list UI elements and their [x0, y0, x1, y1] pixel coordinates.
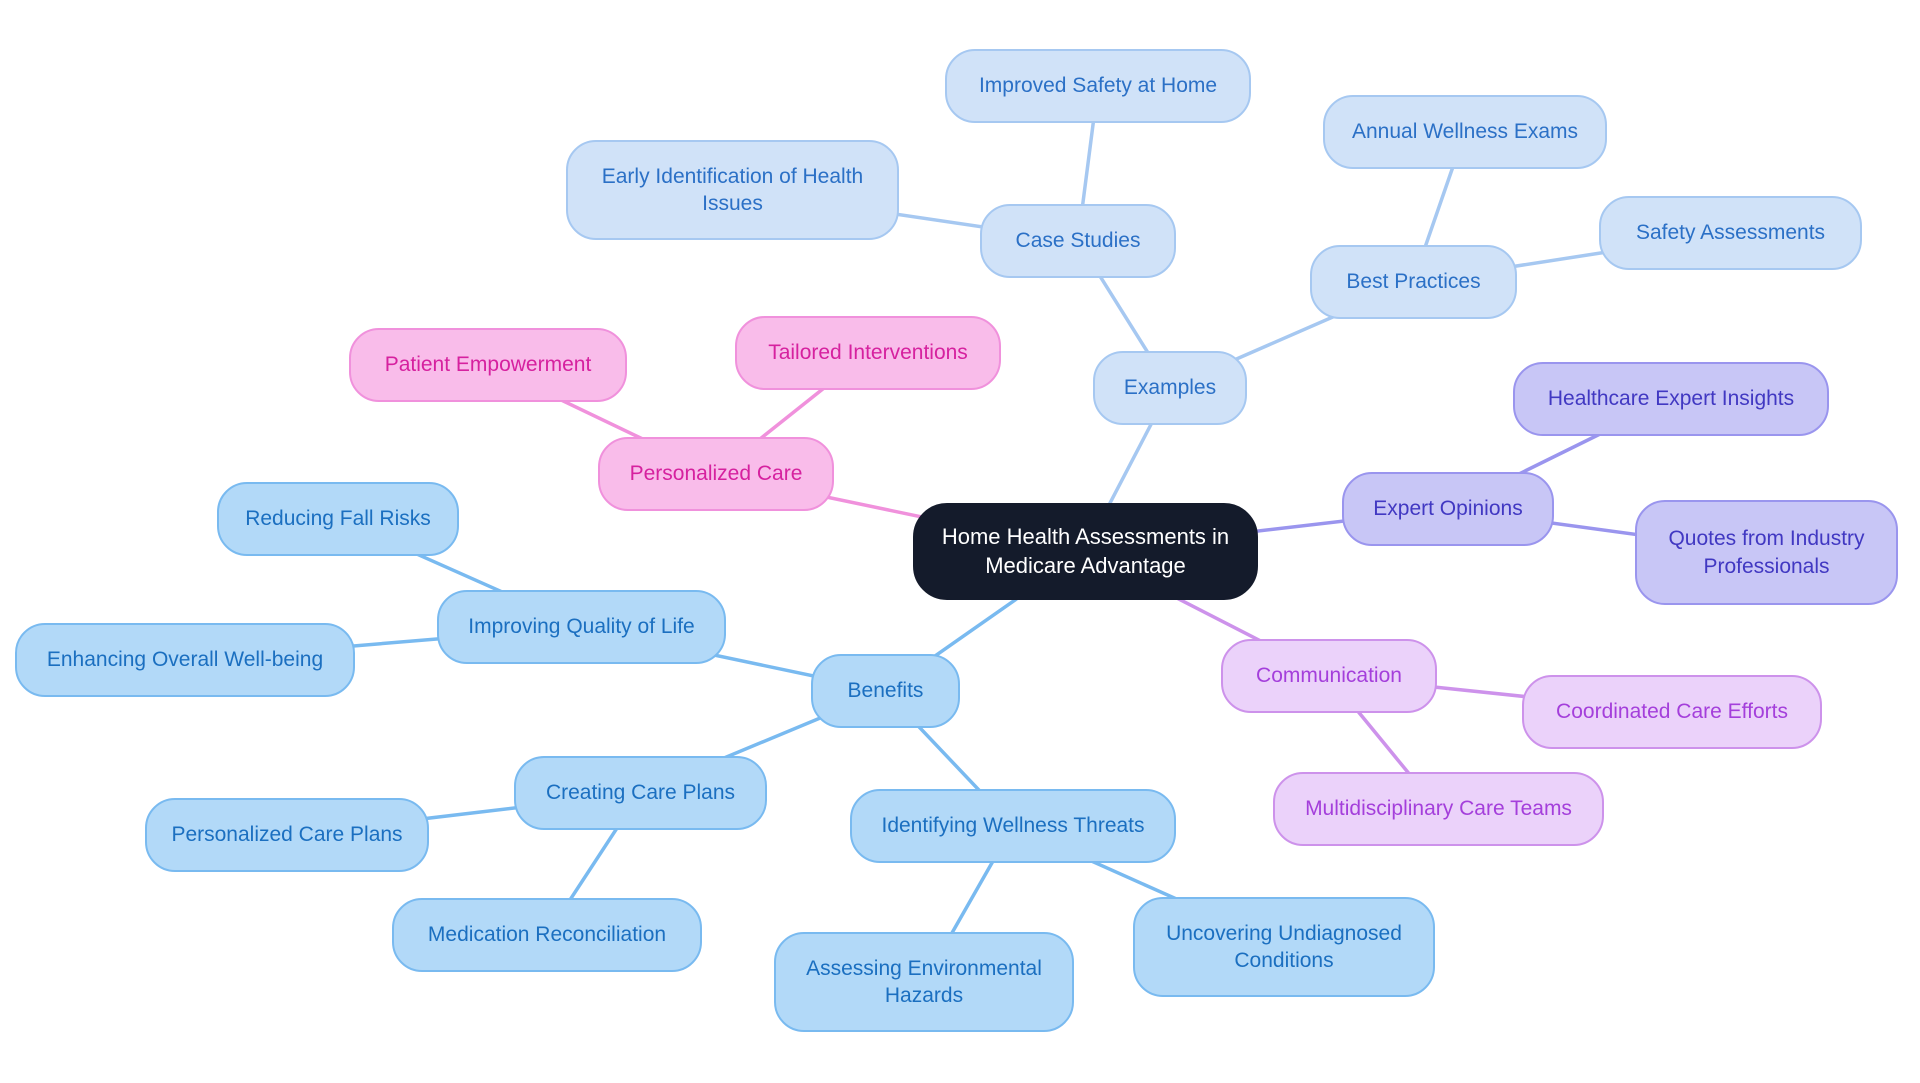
- node-personalized-care[interactable]: Personalized Care: [598, 437, 834, 511]
- node-examples[interactable]: Examples: [1093, 351, 1247, 425]
- node-case-studies[interactable]: Case Studies: [980, 204, 1176, 278]
- node-improved-safety-at-home[interactable]: Improved Safety at Home: [945, 49, 1251, 123]
- node-personalized-care-plans[interactable]: Personalized Care Plans: [145, 798, 429, 872]
- node-multidisciplinary-care-teams[interactable]: Multidisciplinary Care Teams: [1273, 772, 1604, 846]
- node-tailored-interventions[interactable]: Tailored Interventions: [735, 316, 1001, 390]
- node-enhancing-overall-well-being[interactable]: Enhancing Overall Well-being: [15, 623, 355, 697]
- node-medication-reconciliation[interactable]: Medication Reconciliation: [392, 898, 702, 972]
- node-best-practices[interactable]: Best Practices: [1310, 245, 1517, 319]
- node-quotes-from-industry-professionals[interactable]: Quotes from Industry Professionals: [1635, 500, 1898, 605]
- node-early-identification-health-issues[interactable]: Early Identification of Health Issues: [566, 140, 899, 240]
- node-coordinated-care-efforts[interactable]: Coordinated Care Efforts: [1522, 675, 1822, 749]
- node-expert-opinions[interactable]: Expert Opinions: [1342, 472, 1554, 546]
- node-annual-wellness-exams[interactable]: Annual Wellness Exams: [1323, 95, 1607, 169]
- node-reducing-fall-risks[interactable]: Reducing Fall Risks: [217, 482, 459, 556]
- node-identifying-wellness-threats[interactable]: Identifying Wellness Threats: [850, 789, 1176, 863]
- node-uncovering-undiagnosed-conditions[interactable]: Uncovering Undiagnosed Conditions: [1133, 897, 1435, 997]
- node-communication[interactable]: Communication: [1221, 639, 1437, 713]
- node-safety-assessments[interactable]: Safety Assessments: [1599, 196, 1862, 270]
- node-central-topic[interactable]: Home Health Assessments in Medicare Adva…: [913, 503, 1258, 600]
- node-improving-quality-of-life[interactable]: Improving Quality of Life: [437, 590, 726, 664]
- node-benefits[interactable]: Benefits: [811, 654, 960, 728]
- node-healthcare-expert-insights[interactable]: Healthcare Expert Insights: [1513, 362, 1829, 436]
- node-patient-empowerment[interactable]: Patient Empowerment: [349, 328, 627, 402]
- node-creating-care-plans[interactable]: Creating Care Plans: [514, 756, 767, 830]
- node-assessing-environmental-hazards[interactable]: Assessing Environmental Hazards: [774, 932, 1074, 1032]
